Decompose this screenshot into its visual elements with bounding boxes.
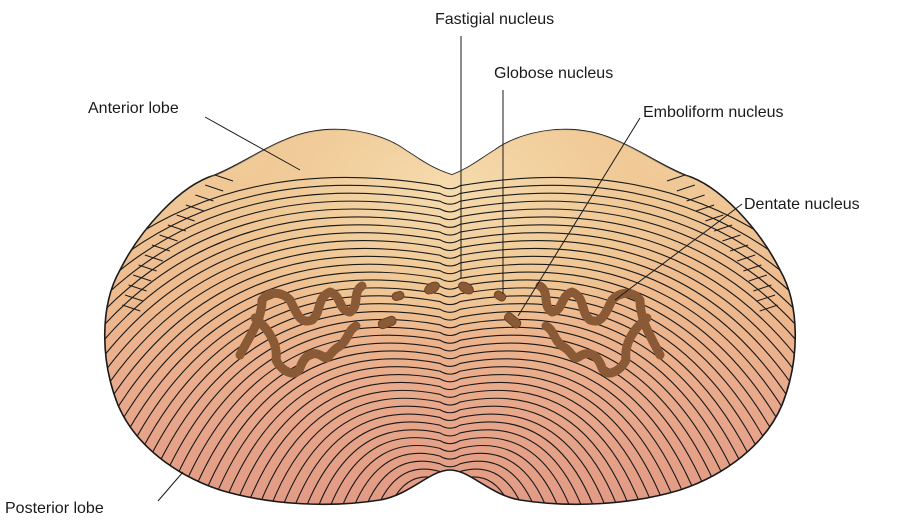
label-emboliform-nucleus: Emboliform nucleus xyxy=(643,104,784,122)
label-fastigial-nucleus: Fastigial nucleus xyxy=(435,11,554,29)
leader-posterior xyxy=(158,472,183,501)
label-anterior-lobe: Anterior lobe xyxy=(88,100,179,118)
label-dentate-nucleus: Dentate nucleus xyxy=(744,196,860,214)
label-globose-nucleus: Globose nucleus xyxy=(494,65,613,83)
label-posterior-lobe: Posterior lobe xyxy=(5,500,104,518)
folium-line xyxy=(400,485,500,510)
